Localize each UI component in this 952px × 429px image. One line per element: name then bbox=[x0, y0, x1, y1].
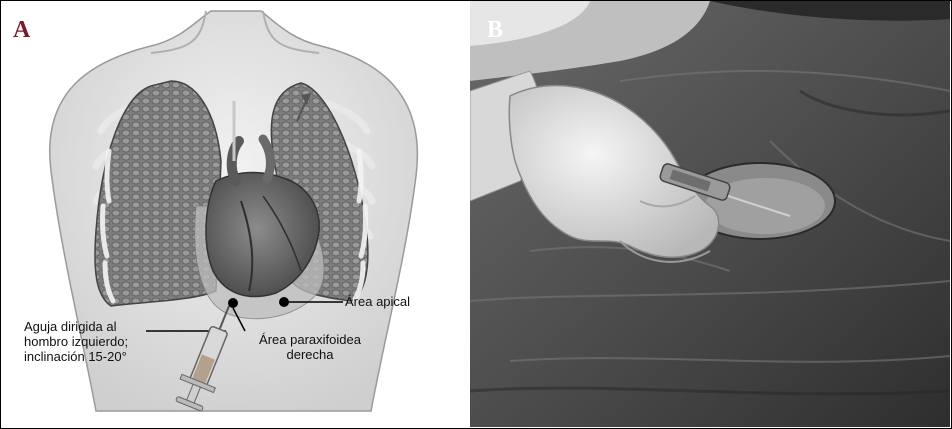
label-aguja-line2: hombro izquierdo; bbox=[24, 334, 224, 349]
label-area-apical: Área apical bbox=[345, 294, 410, 309]
panel-b-photo: B bbox=[470, 1, 950, 427]
label-aguja-line3: inclinación 15-20° bbox=[24, 349, 224, 364]
apical-point bbox=[279, 297, 289, 307]
label-area-paraxifoidea: Área paraxifoidea derecha bbox=[242, 332, 378, 362]
label-paraxifoidea-line2: derecha bbox=[242, 347, 378, 362]
label-aguja-line1: Aguja dirigida al bbox=[24, 319, 224, 334]
panel-a-illustration: A Área apical Área paraxifoidea derecha … bbox=[1, 1, 467, 427]
label-aguja: Aguja dirigida al hombro izquierdo; incl… bbox=[24, 319, 224, 364]
panel-a-letter: A bbox=[13, 17, 30, 44]
panel-b-letter: B bbox=[487, 17, 503, 44]
label-paraxifoidea-line1: Área paraxifoidea bbox=[242, 332, 378, 347]
procedure-photo bbox=[470, 1, 950, 427]
